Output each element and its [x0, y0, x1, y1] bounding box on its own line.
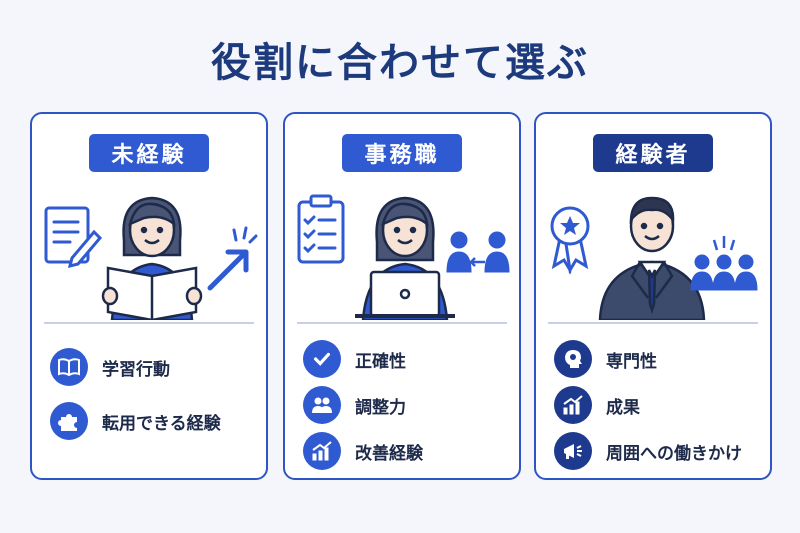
card-office-worker: 事務職: [283, 112, 521, 480]
list-item: 学習行動: [50, 340, 258, 394]
exchange-people-icon: [446, 231, 510, 273]
item-label: 周囲への働きかけ: [606, 443, 742, 464]
award-ribbon-icon: [550, 206, 590, 275]
experienced-illustration: [550, 196, 758, 320]
check-icon: [303, 340, 341, 378]
card-experienced: 経験者: [534, 112, 772, 480]
item-label: 専門性: [606, 351, 657, 372]
item-list: 学習行動 転用できる経験: [50, 340, 258, 448]
team-icon: [690, 236, 758, 291]
puzzle-icon: [50, 402, 88, 440]
item-label: 成果: [606, 397, 640, 418]
megaphone-icon: [554, 432, 592, 470]
businessman-icon: [598, 196, 706, 320]
list-item: 正確性: [303, 336, 511, 382]
book-icon: [50, 348, 88, 386]
head-gear-icon: [554, 340, 592, 378]
divider: [44, 322, 254, 324]
divider: [297, 322, 507, 324]
card-badge: 事務職: [342, 134, 462, 172]
checklist-icon: [297, 194, 345, 264]
people-icon: [303, 386, 341, 424]
person-laptop-icon: [355, 196, 455, 320]
card-beginner: 未経験: [30, 112, 268, 480]
growth-chart-icon: [303, 432, 341, 470]
item-label: 調整力: [355, 397, 406, 418]
list-item: 専門性: [554, 336, 762, 382]
list-item: 成果: [554, 382, 762, 428]
arrow-up-icon: [207, 226, 258, 291]
list-item: 改善経験: [303, 428, 511, 474]
page-title: 役割に合わせて選ぶ: [211, 40, 589, 86]
list-item: 調整力: [303, 382, 511, 428]
item-label: 転用できる経験: [102, 413, 221, 434]
divider: [548, 322, 758, 324]
item-list: 専門性 成果 周囲への働きかけ: [554, 336, 762, 474]
list-item: 周囲への働きかけ: [554, 428, 762, 474]
growth-chart-icon: [554, 386, 592, 424]
notepad-pencil-icon: [44, 206, 103, 269]
person-reading-icon: [101, 196, 203, 320]
item-list: 正確性 調整力 改善経験: [303, 336, 511, 474]
card-badge: 未経験: [89, 134, 209, 172]
office-worker-illustration: [297, 194, 510, 320]
item-label: 学習行動: [102, 359, 170, 380]
item-label: 改善経験: [355, 443, 423, 464]
list-item: 転用できる経験: [50, 394, 258, 448]
beginner-illustration: [44, 196, 258, 320]
item-label: 正確性: [355, 351, 406, 372]
card-badge: 経験者: [593, 134, 713, 172]
